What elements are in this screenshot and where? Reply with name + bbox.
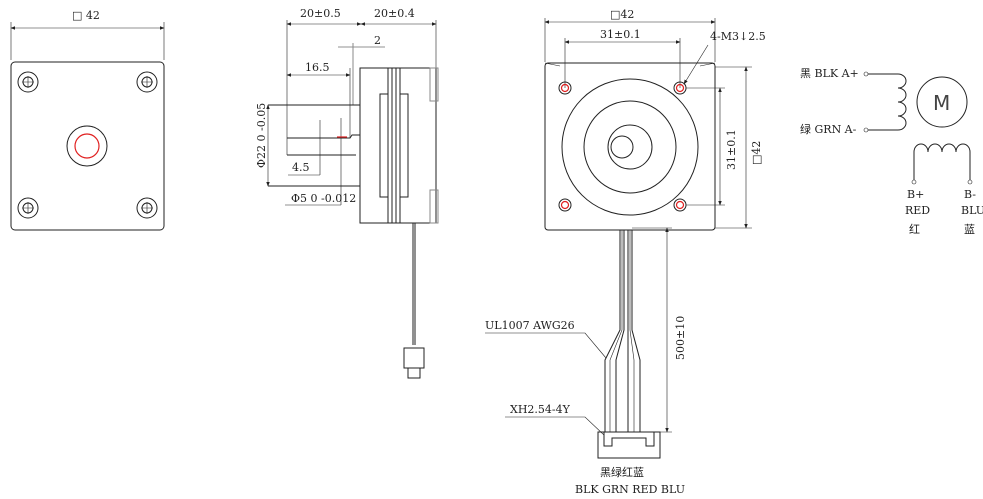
cable-length-label: 500±10 — [674, 316, 687, 360]
flange-thickness-label: 2 — [374, 34, 381, 47]
front-view: □ 42 — [10, 9, 165, 231]
b-plus-cn: 红 — [909, 223, 920, 236]
flat-depth-label: 4.5 — [292, 161, 310, 174]
wire-colors-cn: 黑绿红蓝 — [600, 465, 644, 479]
hole-spacing-v-label: 31±0.1 — [725, 129, 738, 170]
mount-holes-red — [558, 81, 687, 212]
a-minus-label: 绿 GRN A- — [800, 122, 857, 136]
boss-diameter-label: Φ22 0 -0.05 — [255, 103, 268, 168]
cable-bundle — [604, 230, 641, 432]
wire-colors-en: BLK GRN RED BLU — [575, 483, 685, 496]
side-view: 20±0.5 20±0.4 2 16.5 Φ22 0 -0.05 4.5 Φ5 … — [255, 7, 439, 379]
cable-spec-label: UL1007 AWG26 — [485, 319, 575, 332]
connector — [597, 431, 661, 459]
front-size-label: □ 42 — [72, 9, 100, 22]
b-plus-color: RED — [905, 204, 930, 217]
shaft-length-label: 16.5 — [305, 61, 330, 74]
b-plus-label: B+ — [907, 188, 924, 201]
length-front-label: 20±0.5 — [300, 7, 341, 20]
motor-symbol: M — [933, 91, 950, 115]
wiring-diagram: 黑 BLK A+ 绿 GRN A- M B+ RED 红 B- BLU 蓝 — [800, 67, 983, 236]
b-minus-cn: 蓝 — [964, 223, 975, 236]
mount-size-top-label: □42 — [610, 8, 634, 21]
mount-view: □42 31±0.1 4-M3↓2.5 31±0.1 □42 500±10 UL… — [485, 8, 766, 496]
connector-spec-label: XH2.54-4Y — [510, 403, 571, 416]
b-minus-color: BLU — [961, 204, 983, 217]
a-plus-label: 黑 BLK A+ — [800, 67, 859, 80]
mount-size-side-label: □42 — [750, 141, 763, 165]
b-minus-label: B- — [964, 188, 976, 201]
screw-spec-label: 4-M3↓2.5 — [710, 30, 766, 43]
mount-holes — [17, 71, 158, 219]
shaft-diameter-label: Φ5 0 -0.012 — [291, 192, 356, 205]
hole-spacing-h-label: 31±0.1 — [600, 28, 641, 41]
length-body-label: 20±0.4 — [374, 7, 415, 20]
